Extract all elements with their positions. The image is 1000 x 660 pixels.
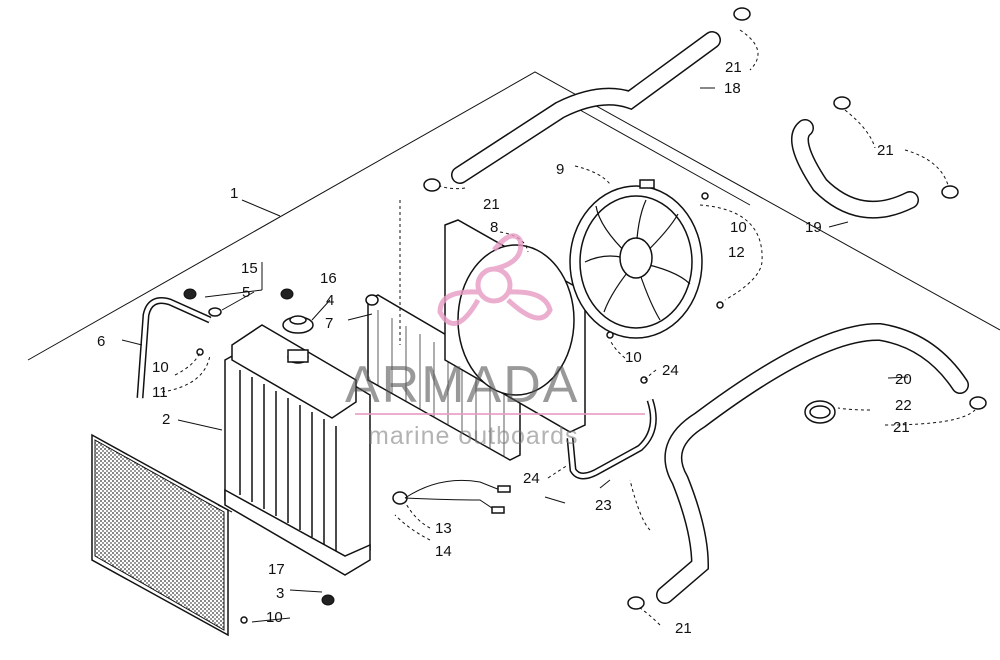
callout-7: 7 — [325, 315, 333, 332]
callout-16: 16 — [320, 270, 337, 287]
callout-5: 5 — [242, 284, 250, 301]
grommets — [183, 288, 294, 317]
callout-21-top: 21 — [725, 59, 742, 76]
callout-3: 3 — [276, 585, 284, 602]
lower-hose — [656, 322, 969, 604]
bypass-hose — [791, 119, 919, 219]
callout-6: 6 — [97, 333, 105, 350]
watermark-tagline: marine outboards — [368, 422, 579, 450]
callout-21-right: 21 — [877, 142, 894, 159]
callout-24-right: 24 — [662, 362, 679, 379]
cooling-fan — [569, 179, 703, 339]
mesh-screen — [91, 433, 233, 637]
callout-21-lower: 21 — [893, 419, 910, 436]
callout-24-left: 24 — [523, 470, 540, 487]
callout-20: 20 — [895, 371, 912, 388]
thermo-switch — [392, 479, 511, 514]
callout-19: 19 — [805, 219, 822, 236]
callout-4: 4 — [326, 292, 334, 309]
callout-8: 8 — [490, 219, 498, 236]
callout-21-left: 21 — [483, 196, 500, 213]
bolts — [196, 192, 724, 624]
armada-logo: ARMADA marine outboards — [345, 233, 645, 450]
callout-23: 23 — [595, 497, 612, 514]
callout-13: 13 — [435, 520, 452, 537]
overflow-hose — [136, 297, 212, 399]
callout-10-left: 10 — [152, 359, 169, 376]
callout-18: 18 — [724, 80, 741, 97]
callout-15: 15 — [241, 260, 258, 277]
callout-labels: 1 2 3 4 5 6 7 8 9 10 10 10 10 11 12 13 1… — [97, 59, 912, 637]
callout-9: 9 — [556, 161, 564, 178]
callout-22: 22 — [895, 397, 912, 414]
upper-hose — [451, 31, 721, 184]
callout-11: 11 — [152, 384, 168, 401]
hose-clamp-large — [804, 400, 836, 424]
radiator-cap — [282, 315, 314, 334]
watermark-brand: ARMADA — [345, 356, 579, 414]
callout-17: 17 — [268, 561, 285, 578]
hose-clamps — [423, 7, 987, 610]
small-hose — [566, 398, 657, 480]
callout-21-bottom: 21 — [675, 620, 692, 637]
callout-14: 14 — [435, 543, 452, 560]
callout-10-shroud: 10 — [625, 349, 642, 366]
callout-10-bottom: 10 — [266, 609, 283, 626]
radiator — [224, 324, 371, 576]
drain-plug — [321, 594, 335, 606]
callout-10-fan: 10 — [730, 219, 747, 236]
leader-lines — [121, 29, 976, 626]
callout-1: 1 — [230, 185, 238, 202]
callout-2: 2 — [162, 411, 170, 428]
callout-12: 12 — [728, 244, 745, 261]
assembly-outline — [27, 71, 1000, 361]
